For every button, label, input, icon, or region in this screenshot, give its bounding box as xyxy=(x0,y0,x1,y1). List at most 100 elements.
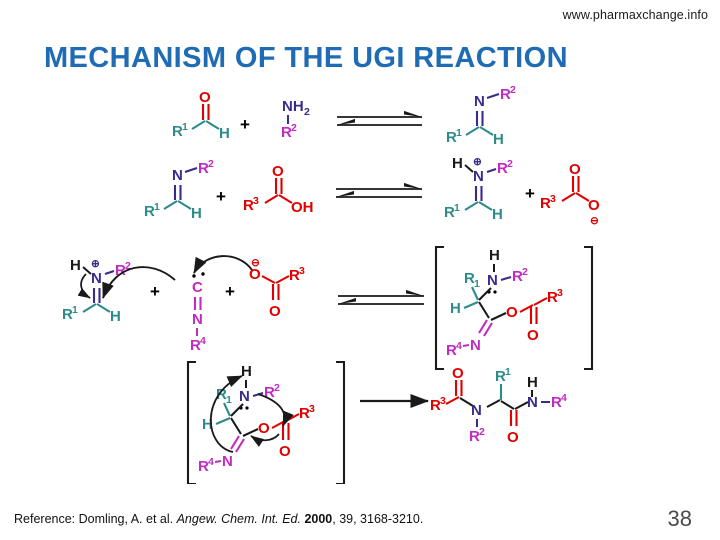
row3-equilibrium-arrow xyxy=(338,289,424,305)
group-NH2-sub: 2 xyxy=(304,106,310,118)
watermark-url: www.pharmaxchange.info xyxy=(562,8,708,22)
page-title: MECHANISM OF THE UGI REACTION xyxy=(44,42,568,74)
label-R4-product-sup: 4 xyxy=(561,392,567,404)
atom-O-carboxylate3: O xyxy=(249,266,261,283)
reference-citation: Reference: Domling, A. et al. Angew. Che… xyxy=(14,512,423,526)
label-R1-iminium3-sup: 1 xyxy=(72,304,78,316)
label-R3-acid-sup: 3 xyxy=(253,195,259,207)
label-R2-product: R xyxy=(469,428,480,445)
label-R1-sup: 1 xyxy=(182,121,188,133)
atom-H-adduct: H xyxy=(450,300,461,317)
atom-N-adduct4: N xyxy=(239,388,250,405)
label-R2-imine: R xyxy=(500,86,511,103)
atom-H-iminium3: H xyxy=(110,308,121,325)
label-R4-adduct: R xyxy=(446,342,457,359)
reference-suffix: , 39, 3168-3210. xyxy=(332,512,424,526)
label-R2-amine-sup: 2 xyxy=(291,122,297,134)
atom-H-iminium: H xyxy=(492,206,503,223)
row2-carboxylic-acid: O R 3 OH xyxy=(243,163,314,216)
atom-N-adduct: N xyxy=(487,272,498,289)
row3-adduct: H N R 2 R 1 H N R 4 xyxy=(446,247,563,359)
atom-H-iminium3-top: H xyxy=(70,257,81,274)
label-R3-adduct4: R xyxy=(299,405,310,422)
label-R2-iminium3-sup: 2 xyxy=(125,260,131,272)
label-R3-carboxylate: R xyxy=(540,195,551,212)
row3-bracket xyxy=(434,245,594,371)
atom-N-adduct-imidate: N xyxy=(470,337,481,354)
label-R1-imine: R xyxy=(446,129,457,146)
label-R3-adduct4-sup: 3 xyxy=(309,403,315,415)
atom-N-imine2: N xyxy=(172,167,183,184)
label-R3-product-sup: 3 xyxy=(440,395,446,407)
atom-H-ald: H xyxy=(219,125,230,142)
label-R1-iminium: R xyxy=(444,204,455,221)
label-R2-amine: R xyxy=(281,124,292,141)
row2-carboxylate: O R 3 O ⊖ xyxy=(540,161,600,227)
label-R1: R xyxy=(172,123,183,140)
label-R1-product-sup: 1 xyxy=(505,366,511,378)
label-R4-product: R xyxy=(551,394,562,411)
row2-imine: N R 2 R 1 H xyxy=(144,158,214,222)
label-R3-carboxylate3-sup: 3 xyxy=(299,265,305,277)
label-R2-adduct4: R xyxy=(264,384,275,401)
label-R2-imine2: R xyxy=(198,160,209,177)
label-R1-imine2-sup: 1 xyxy=(154,201,160,213)
label-R2-adduct4-sup: 2 xyxy=(274,382,280,394)
atom-H-product: H xyxy=(527,374,538,391)
charge-plus-iminium: ⊕ xyxy=(473,156,482,168)
label-R2-iminium3: R xyxy=(115,262,126,279)
label-R3-product: R xyxy=(430,397,441,414)
label-R1-iminium-sup: 1 xyxy=(454,202,460,214)
label-R1-adduct-sub: 1 xyxy=(474,278,480,290)
label-R4-adduct-sup: 4 xyxy=(456,340,462,352)
atom-O-product-2: O xyxy=(507,429,519,446)
row2-iminium: H N ⊕ R 2 R 1 H xyxy=(444,155,513,223)
scheme-svg: O R 1 H + NH 2 R 2 N R 2 xyxy=(62,84,600,486)
label-R1-iminium3: R xyxy=(62,306,73,323)
label-R3-adduct-sup: 3 xyxy=(557,287,563,299)
label-R2-product-sup: 2 xyxy=(479,426,485,438)
label-R1-imine2: R xyxy=(144,203,155,220)
label-R4-adduct4-sup: 4 xyxy=(208,456,214,468)
row1-imine: N R 2 R 1 H xyxy=(446,84,516,148)
label-R2-adduct: R xyxy=(512,268,523,285)
row1-amine: NH 2 R 2 xyxy=(281,98,310,141)
atom-O-ester-adduct4: O xyxy=(258,420,270,437)
atom-N-iminium: N xyxy=(473,168,484,185)
plus-row2-a: + xyxy=(216,187,226,206)
label-R1-imine-sup: 1 xyxy=(456,127,462,139)
label-R1-product: R xyxy=(495,368,506,385)
charge-plus-iminium3: ⊕ xyxy=(91,258,100,270)
slide-number: 38 xyxy=(667,506,692,531)
reference-journal: Angew. Chem. Int. Ed. xyxy=(176,512,301,526)
label-R2-iminium: R xyxy=(497,160,508,177)
row1-aldehyde: O R 1 H xyxy=(172,89,230,142)
charge-minus-carboxylate3: ⊖ xyxy=(251,257,260,269)
label-R2-imine2-sup: 2 xyxy=(208,158,214,170)
label-R4-isocyanide: R xyxy=(190,337,201,354)
reaction-scheme: O R 1 H + NH 2 R 2 N R 2 xyxy=(0,84,720,486)
atom-O: O xyxy=(199,89,211,106)
plus-row2-b: + xyxy=(525,184,535,203)
row3-carboxylate: O ⊖ R 3 O xyxy=(249,257,305,320)
label-R1-adduct4-sub: 1 xyxy=(226,394,232,406)
atom-O-adduct4-dbl: O xyxy=(279,443,291,460)
charge-minus-carboxylate: ⊖ xyxy=(590,215,599,227)
reference-prefix: Reference: Domling, A. et al. xyxy=(14,512,177,526)
row3-isocyanide: C N R 4 xyxy=(190,272,206,354)
row3-iminium: H N ⊕ R 2 R 1 H xyxy=(62,257,131,325)
atom-O-ester-adduct: O xyxy=(506,304,518,321)
atom-N-product-2: N xyxy=(527,394,538,411)
row4-product: R 3 O N R 2 R 1 O N H xyxy=(430,365,567,446)
row2-equilibrium-arrow xyxy=(336,182,422,198)
label-R1-adduct4: R xyxy=(216,386,227,403)
label-R2-imine-sup: 2 xyxy=(510,84,516,96)
group-NH2: NH xyxy=(282,98,304,115)
atom-C-isocyanide: C xyxy=(192,279,203,296)
row1-equilibrium-arrow xyxy=(337,110,422,126)
atom-H-adduct4: H xyxy=(202,416,213,433)
atom-N-product-1: N xyxy=(471,402,482,419)
plus-row3-a: + xyxy=(150,282,160,301)
label-R4-adduct4: R xyxy=(198,458,209,475)
atom-O-adduct-dbl: O xyxy=(527,327,539,344)
